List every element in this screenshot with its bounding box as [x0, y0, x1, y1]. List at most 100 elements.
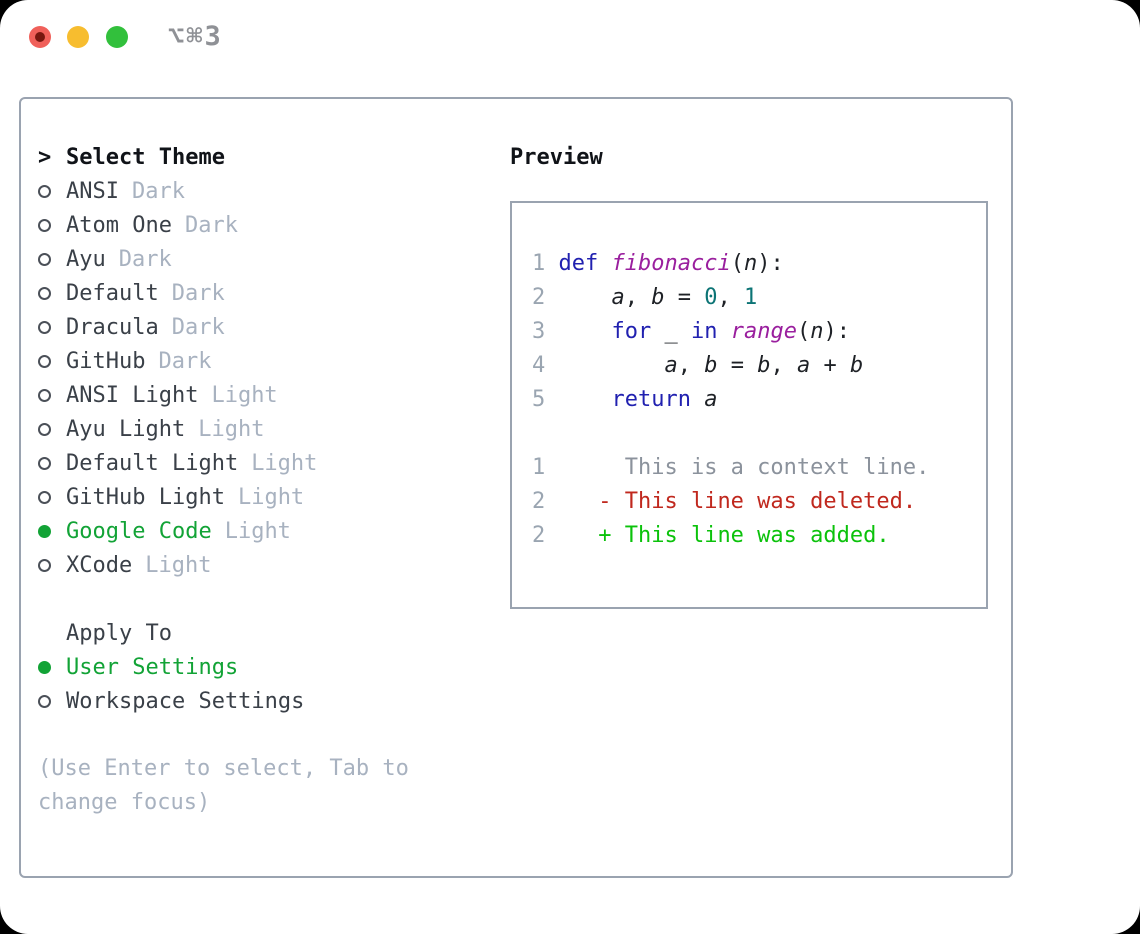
theme-name: ANSI Light: [66, 382, 199, 408]
theme-option-ayu-dark[interactable]: Ayu Dark: [38, 242, 468, 276]
theme-variant: Light: [237, 484, 305, 510]
code-token: b: [849, 353, 864, 378]
diff-preview: 1 This is a context line.2 - This line w…: [532, 451, 986, 553]
code-token: a: [664, 353, 678, 378]
code-token: ,: [624, 285, 652, 310]
preview-title: Preview: [510, 144, 603, 170]
code-token: 1: [743, 285, 758, 310]
code-token: b: [651, 285, 665, 310]
diff-line-context: 1 This is a context line.: [532, 451, 986, 485]
theme-variant: Light: [224, 518, 291, 544]
radio-slot: [38, 660, 66, 674]
line-number: 4: [532, 353, 559, 378]
code-token: [598, 251, 611, 276]
zoom-button[interactable]: [106, 26, 128, 48]
theme-option-ansi-dark[interactable]: ANSI Dark: [38, 174, 468, 208]
theme-name: Ayu Light: [66, 416, 186, 442]
code-token: (: [730, 251, 744, 276]
theme-variant: Light: [145, 552, 212, 578]
theme-name: Ayu: [66, 246, 106, 272]
radio-slot: [38, 558, 66, 572]
theme-name: Default: [66, 280, 159, 306]
code-token: ,: [770, 353, 797, 378]
theme-variant: Light: [198, 416, 265, 442]
theme-option-xcode-light[interactable]: XCode Light: [38, 548, 468, 582]
theme-option-ansi-light-light[interactable]: ANSI Light Light: [38, 378, 468, 412]
theme-variant: Dark: [118, 246, 172, 272]
theme-variant: Dark: [131, 178, 185, 204]
theme-variant: Light: [211, 382, 278, 408]
line-number: 1: [532, 455, 546, 480]
theme-name: Dracula: [66, 314, 159, 340]
theme-option-google-code-light[interactable]: Google Code Light: [38, 514, 468, 548]
code-token: b: [757, 353, 771, 378]
diff-gap: [545, 489, 598, 514]
line-number: 1: [532, 251, 559, 276]
code-token: return: [611, 387, 691, 412]
code-token: def: [558, 251, 599, 276]
radio-slot: [38, 320, 66, 334]
radio-slot: [38, 524, 66, 538]
theme-name: Google Code: [66, 518, 212, 544]
theme-variant: Light: [251, 450, 318, 476]
preview-header-row: Preview: [510, 140, 603, 174]
theme-option-github-light-light[interactable]: GitHub Light Light: [38, 480, 468, 514]
code-token: [559, 387, 612, 412]
diff-gap: [545, 523, 598, 548]
code-token: =: [717, 353, 758, 378]
radio-icon: [38, 456, 51, 470]
theme-option-dracula-dark[interactable]: Dracula Dark: [38, 310, 468, 344]
code-line: 2 a, b = 0, 1: [532, 281, 986, 315]
prompt-caret-icon: >: [38, 144, 52, 170]
radio-icon: [38, 422, 51, 436]
prompt-slot: >: [38, 145, 66, 170]
apply-option-workspace-settings[interactable]: Workspace Settings: [38, 684, 468, 718]
radio-icon: [38, 252, 51, 266]
radio-icon: [38, 558, 51, 572]
theme-name: GitHub Light: [66, 484, 225, 510]
theme-name: ANSI: [66, 178, 119, 204]
help-text: (Use Enter to select, Tab to change focu…: [38, 756, 409, 815]
code-token: a: [704, 387, 718, 412]
line-number: 5: [532, 387, 559, 412]
code-token: [717, 319, 730, 344]
code-line: 5 return a: [532, 383, 986, 417]
radio-slot: [38, 456, 66, 470]
line-number: 2: [532, 285, 559, 310]
code-token: =: [664, 285, 705, 310]
code-token: 0: [704, 285, 718, 310]
line-number: 3: [532, 319, 559, 344]
close-button[interactable]: [29, 26, 51, 48]
radio-slot: [38, 694, 66, 708]
window-title-shortcut: ⌥⌘3: [168, 21, 223, 52]
code-token: [678, 319, 691, 344]
radio-icon: [38, 388, 51, 402]
code-token: [559, 319, 612, 344]
code-token: (: [796, 319, 811, 344]
theme-variant: Dark: [171, 314, 225, 340]
code-token: ):: [823, 319, 850, 344]
theme-name: XCode: [66, 552, 133, 578]
apply-option-user-settings[interactable]: User Settings: [38, 650, 468, 684]
line-number: 2: [532, 523, 546, 548]
radio-slot: [38, 184, 66, 198]
code-token: n: [743, 251, 758, 276]
diff-text: This is a context line.: [598, 455, 930, 480]
code-token: +: [810, 353, 850, 378]
code-token: a: [611, 285, 625, 310]
radio-icon: [38, 490, 51, 504]
code-line: 3 for _ in range(n):: [532, 315, 986, 349]
theme-option-ayu-light-light[interactable]: Ayu Light Light: [38, 412, 468, 446]
code-token: n: [810, 319, 824, 344]
apply-to-header-row: Apply To: [38, 616, 468, 650]
minimize-button[interactable]: [67, 26, 89, 48]
